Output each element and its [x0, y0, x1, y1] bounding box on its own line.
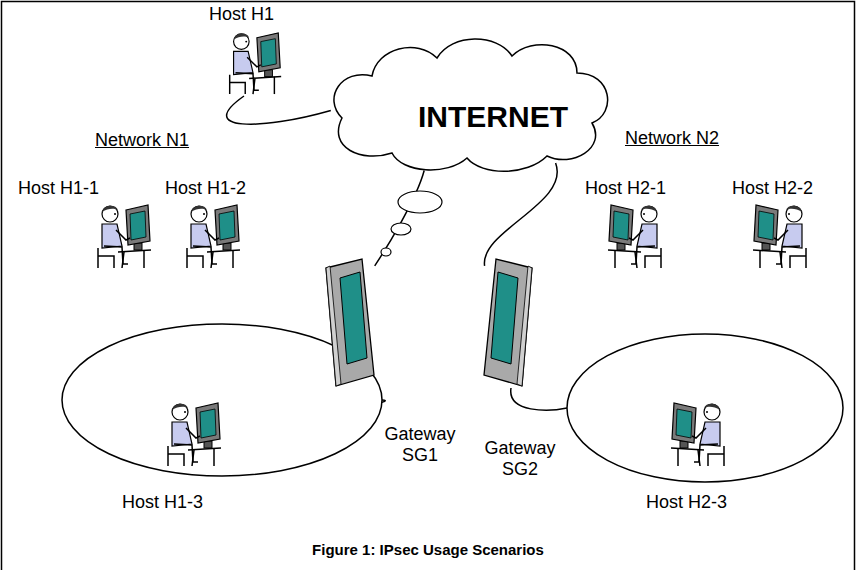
- gateway-label: Gateway SG2: [478, 438, 562, 479]
- host-computer: [752, 200, 812, 270]
- thought-bubble: [381, 248, 391, 256]
- host-label: Host H2-2: [732, 178, 813, 199]
- gateway-device: [314, 258, 380, 388]
- host-node: Host H2-2: [732, 178, 847, 278]
- host-computer: [607, 200, 667, 270]
- network-link: [375, 171, 425, 266]
- host-computer: [223, 28, 283, 96]
- host-node: Host H1-2: [165, 178, 285, 278]
- host-label: Host H1-3: [122, 492, 203, 513]
- network-region: Network N2 Host H2-1 Host H2-2Host H2-3: [555, 122, 853, 530]
- host-computer: [670, 398, 730, 468]
- host-label: Host H1-2: [165, 178, 246, 199]
- host-node: Host H1-1: [18, 178, 158, 278]
- host-symbol: [753, 205, 806, 268]
- host-label: Host H2-3: [646, 492, 727, 513]
- host-computer: [181, 200, 241, 270]
- network-link: [227, 96, 331, 124]
- thought-bubble: [391, 223, 411, 235]
- gateway-node: Gateway SG1: [312, 258, 466, 478]
- host-computer: [92, 200, 152, 270]
- internet-cloud: INTERNET: [322, 28, 614, 178]
- host-label: Host H2-1: [585, 178, 666, 199]
- network-ellipse: [567, 334, 843, 482]
- gateway-symbol: [484, 259, 532, 386]
- gateway-device: [478, 258, 544, 388]
- host-node: Host H1: [195, 4, 305, 98]
- host-node: Host H2-3: [640, 396, 770, 518]
- cloud-path: [334, 39, 608, 171]
- host-symbol: [187, 205, 240, 268]
- host-symbol: [671, 403, 724, 466]
- network-link: [511, 388, 567, 410]
- host-symbol: [608, 205, 661, 268]
- gateway-label: Gateway SG1: [378, 424, 462, 465]
- host-symbol: [168, 403, 221, 466]
- host-label: Host H1: [209, 4, 274, 25]
- host-node: Host H2-1: [585, 178, 705, 278]
- host-computer: [162, 398, 222, 468]
- thought-bubble: [398, 191, 442, 213]
- host-label: Host H1-1: [18, 178, 99, 199]
- network-label: Network N2: [625, 128, 719, 149]
- host-symbol: [98, 205, 151, 268]
- network-label: Network N1: [95, 130, 189, 151]
- gateway-symbol: [326, 259, 374, 386]
- host-symbol: [230, 33, 281, 94]
- cloud-label: INTERNET: [418, 100, 568, 135]
- figure-caption: Figure 1: IPsec Usage Scenarios: [0, 541, 856, 558]
- network-link: [484, 163, 557, 266]
- host-node: Host H1-3: [118, 396, 248, 518]
